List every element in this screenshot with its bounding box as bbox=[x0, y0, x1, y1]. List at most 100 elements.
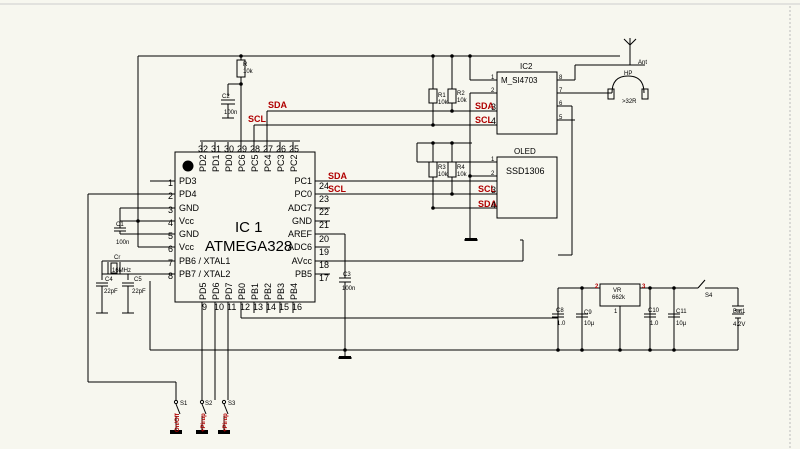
ic1-left-name-2: PD4 bbox=[179, 189, 197, 199]
ic1-right-num-19: 19 bbox=[319, 247, 329, 257]
ic2-pin-6: 6 bbox=[559, 101, 563, 107]
capacitor-c8-val: 1.0 bbox=[557, 321, 566, 327]
oled-part: SSD1306 bbox=[506, 166, 545, 176]
net-sda-4: SDA bbox=[478, 199, 498, 209]
ic1-atmega328: IC 1 ATMEGA328 32 31 30 29 28 27 26 25 P… bbox=[150, 140, 345, 313]
capacitor-c3-ref: C3 bbox=[343, 272, 351, 278]
capacitor-c1-val: 100n bbox=[116, 240, 129, 246]
ic1-bottom-pins: PD5 PD6 PD7 PB0 PB1 PB2 PB3 PB4 9 10 11 … bbox=[198, 282, 302, 313]
ic1-left-name-7: PB6 / XTAL1 bbox=[179, 256, 230, 266]
resistor-r2: R2 10k bbox=[447, 88, 468, 104]
capacitor-c4-ref: C4 bbox=[105, 277, 113, 283]
capacitor-c9-ref: C9 bbox=[584, 310, 592, 316]
ic1-top-name-3: PD0 bbox=[224, 154, 234, 172]
resistor-r3-body bbox=[428, 161, 438, 178]
ic1-top-name-8: PC2 bbox=[289, 154, 299, 172]
resistor-r3-ref: R3 bbox=[438, 165, 446, 171]
capacitor-c11-ref: C11 bbox=[676, 309, 687, 315]
net-sda-1: SDA bbox=[268, 100, 288, 110]
regulator-pin-2: 2 bbox=[595, 284, 599, 290]
capacitor-c2-val: 100n bbox=[224, 110, 237, 116]
switch-s3: S3 +Pirup bbox=[221, 399, 236, 432]
capacitor-c1: C1 100n bbox=[114, 208, 129, 246]
ic2-pin-3: 3 bbox=[491, 102, 496, 112]
capacitor-c5-val: 22pF bbox=[132, 289, 146, 295]
ic1-top-num-6: 27 bbox=[263, 144, 273, 154]
ic1-body bbox=[174, 151, 316, 303]
net-scl-2: SCL bbox=[475, 115, 494, 125]
oled-pin-3: 3 bbox=[491, 185, 496, 195]
ic1-top-num-7: 26 bbox=[276, 144, 286, 154]
junction-dots bbox=[136, 54, 676, 352]
capacitor-c5: C5 22pF bbox=[122, 277, 146, 300]
headphones-icon: HP >32R bbox=[607, 71, 649, 105]
ic2-pin-2: 2 bbox=[491, 88, 495, 94]
ic1-right-name-6: ADC6 bbox=[288, 242, 312, 252]
ic1-right-name-7: AVcc bbox=[292, 256, 313, 266]
ic1-part: ATMEGA328 bbox=[205, 238, 292, 255]
ic1-top-name-5: PC5 bbox=[250, 154, 260, 172]
ic1-bottom-num-12: 12 bbox=[240, 302, 250, 312]
switch-s1: S1 On/Off bbox=[173, 399, 188, 432]
ic1-bottom-name-6: PB2 bbox=[263, 283, 273, 300]
capacitor-c2: C2 100n bbox=[221, 94, 237, 119]
ic2-pin-5: 5 bbox=[559, 115, 563, 121]
ic1-right-name-3: ADC7 bbox=[288, 203, 312, 213]
headphone-left-cup bbox=[607, 88, 615, 100]
ic1-left-name-1: PD3 bbox=[179, 176, 197, 186]
resistor-r-val: 10k bbox=[243, 69, 254, 75]
ic1-top-name-6: PC4 bbox=[263, 154, 273, 172]
capacitor-c11: C11 10µ bbox=[668, 309, 687, 327]
ic1-left-name-3: GND bbox=[179, 203, 200, 213]
crystal-val: 16MHz bbox=[112, 268, 131, 274]
ic1-top-name-1: PD2 bbox=[198, 154, 208, 172]
switch-s2-label: +Pirup bbox=[201, 413, 207, 432]
ic1-left-num-7: 7 bbox=[168, 258, 173, 268]
resistor-r2-body bbox=[447, 88, 457, 104]
ic2-pin-4: 4 bbox=[491, 116, 496, 126]
resistor-r1-ref: R1 bbox=[438, 93, 446, 99]
ic1-bottom-name-2: PD6 bbox=[211, 282, 221, 300]
resistor-r-top: R 10k bbox=[236, 59, 254, 78]
capacitor-c10-val: 1.0 bbox=[650, 321, 659, 327]
resistor-r1: R1 10k bbox=[428, 88, 449, 106]
resistor-r2-val: 10k bbox=[457, 98, 468, 104]
ic1-left-num-1: 1 bbox=[168, 178, 173, 188]
ic2-pin-7: 7 bbox=[559, 88, 563, 94]
ic1-right-num-21: 21 bbox=[319, 220, 329, 230]
ic1-right-name-1: PC1 bbox=[294, 176, 312, 186]
ic2-part: M_SI4703 bbox=[501, 76, 538, 85]
ic1-left-pins: 1 2 3 4 5 6 7 8 PD3 PD4 GND Vcc GND Vcc … bbox=[150, 176, 230, 281]
ic1-bottom-name-3: PD7 bbox=[224, 282, 234, 300]
ic1-left-name-5: GND bbox=[179, 229, 200, 239]
resistor-r3: R3 10k bbox=[428, 161, 449, 178]
ic1-top-name-7: PC3 bbox=[276, 154, 286, 172]
oled-pin-4: 4 bbox=[491, 200, 496, 210]
resistor-r4: R4 10k bbox=[447, 161, 468, 178]
ic1-bottom-num-10: 10 bbox=[214, 302, 224, 312]
ic1-bottom-num-14: 14 bbox=[266, 302, 276, 312]
ic1-right-pins: 24 23 22 21 20 19 18 17 PC1 PC0 ADC7 GND… bbox=[288, 176, 345, 283]
resistor-r-body bbox=[236, 59, 246, 78]
ic1-top-num-2: 31 bbox=[211, 144, 221, 154]
ic1-top-num-5: 28 bbox=[250, 144, 260, 154]
ic1-right-num-22: 22 bbox=[319, 207, 329, 217]
ic1-top-num-3: 30 bbox=[224, 144, 234, 154]
resistor-r1-val: 10k bbox=[438, 100, 449, 106]
ic1-bottom-num-13: 13 bbox=[253, 302, 263, 312]
capacitor-c5-ref: C5 bbox=[134, 277, 142, 283]
resistor-r4-val: 10k bbox=[457, 172, 468, 178]
ic1-left-num-6: 6 bbox=[168, 244, 173, 254]
capacitor-c2-ref: C2 bbox=[222, 94, 230, 100]
switch-s1-ref: S1 bbox=[180, 401, 188, 407]
capacitor-c11-val: 10µ bbox=[676, 321, 687, 327]
capacitor-c10-ref: C10 bbox=[648, 308, 660, 314]
ic1-pin1-marker bbox=[182, 160, 194, 172]
resistor-r2-ref: R2 bbox=[457, 91, 465, 97]
ic1-left-num-4: 4 bbox=[168, 218, 173, 228]
switch-s2-ref: S2 bbox=[205, 401, 213, 407]
regulator-pin-3: 3 bbox=[642, 284, 646, 290]
switch-s3-ref: S3 bbox=[228, 401, 236, 407]
ic1-right-num-18: 18 bbox=[319, 260, 329, 270]
ic1-bottom-num-11: 11 bbox=[227, 302, 236, 312]
